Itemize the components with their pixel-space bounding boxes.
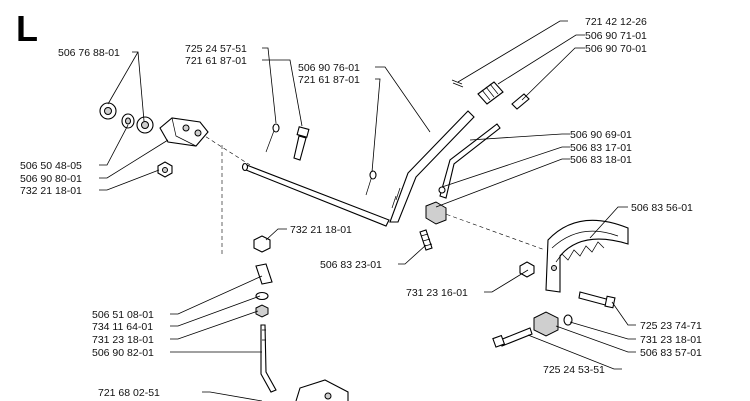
callout-label: 506 83 18-01 [570,154,632,166]
callout-label: 506 90 80-01 [20,173,82,185]
plate-part [295,379,349,401]
sector-plate-part [545,219,629,293]
spring-part [419,229,433,251]
callout-label: 506 76 88-01 [58,47,120,59]
bolt-part [578,291,616,309]
clip-part [451,79,464,88]
centerline-guide [439,211,546,251]
rod-part [260,324,277,393]
callout-label: 721 68 02-51 [98,387,160,399]
centerline-shaft [199,132,251,166]
lever-part [389,110,475,223]
callout-label: 732 21 18-01 [20,185,82,197]
callout-label: 506 83 17-01 [570,142,632,154]
callout-label: 732 21 18-01 [290,224,352,236]
leader-lines [99,20,636,401]
callout-label: 506 83 23-01 [320,259,382,271]
callout-label: 506 50 48-05 [20,160,82,172]
callout-label: 725 24 57-51 [185,43,247,55]
callout-label: 721 61 87-01 [185,55,247,67]
washer-part [121,113,135,129]
cotter-pin-part [365,170,377,196]
callout-label: 506 90 70-01 [585,43,647,55]
cotter-pin-part [265,123,280,153]
callout-label: 734 11 64-01 [92,321,153,333]
nut-part [157,161,173,178]
callout-label: 725 23 74-71 [640,320,702,332]
callout-label: 506 90 76-01 [298,62,360,74]
callout-label: 721 61 87-01 [298,74,360,86]
callout-label: 731 23 18-01 [92,334,154,346]
nut-part [255,304,269,318]
nut-part [519,261,535,278]
callout-label: 506 90 69-01 [570,129,632,141]
callout-label: 725 24 53-51 [543,364,605,376]
pin-part [255,263,273,285]
callout-label: 506 51 08-01 [92,309,154,321]
callout-label: 506 90 71-01 [585,30,647,42]
callout-label: 506 83 57-01 [640,347,702,359]
section-letter: L [16,8,38,49]
nut-part [563,314,573,326]
block-part [533,311,559,337]
end-cap-part [511,93,530,110]
callout-label: 721 42 12-26 [585,16,647,28]
shaft-part [241,162,390,227]
bushing-part [136,116,154,134]
washer-part [255,291,269,301]
bushing-part [99,102,117,120]
guide-block-part [425,186,447,225]
bolt-part [293,126,310,161]
bracket-part [159,117,209,147]
callout-label: 506 90 82-01 [92,347,154,359]
callout-label: 731 23 16-01 [406,287,468,299]
spring-part [477,81,504,105]
link-rod-part [439,123,501,199]
callout-label: 731 23 18-01 [640,334,702,346]
bolt-part [492,327,533,348]
callout-label: 506 83 56-01 [631,202,693,214]
